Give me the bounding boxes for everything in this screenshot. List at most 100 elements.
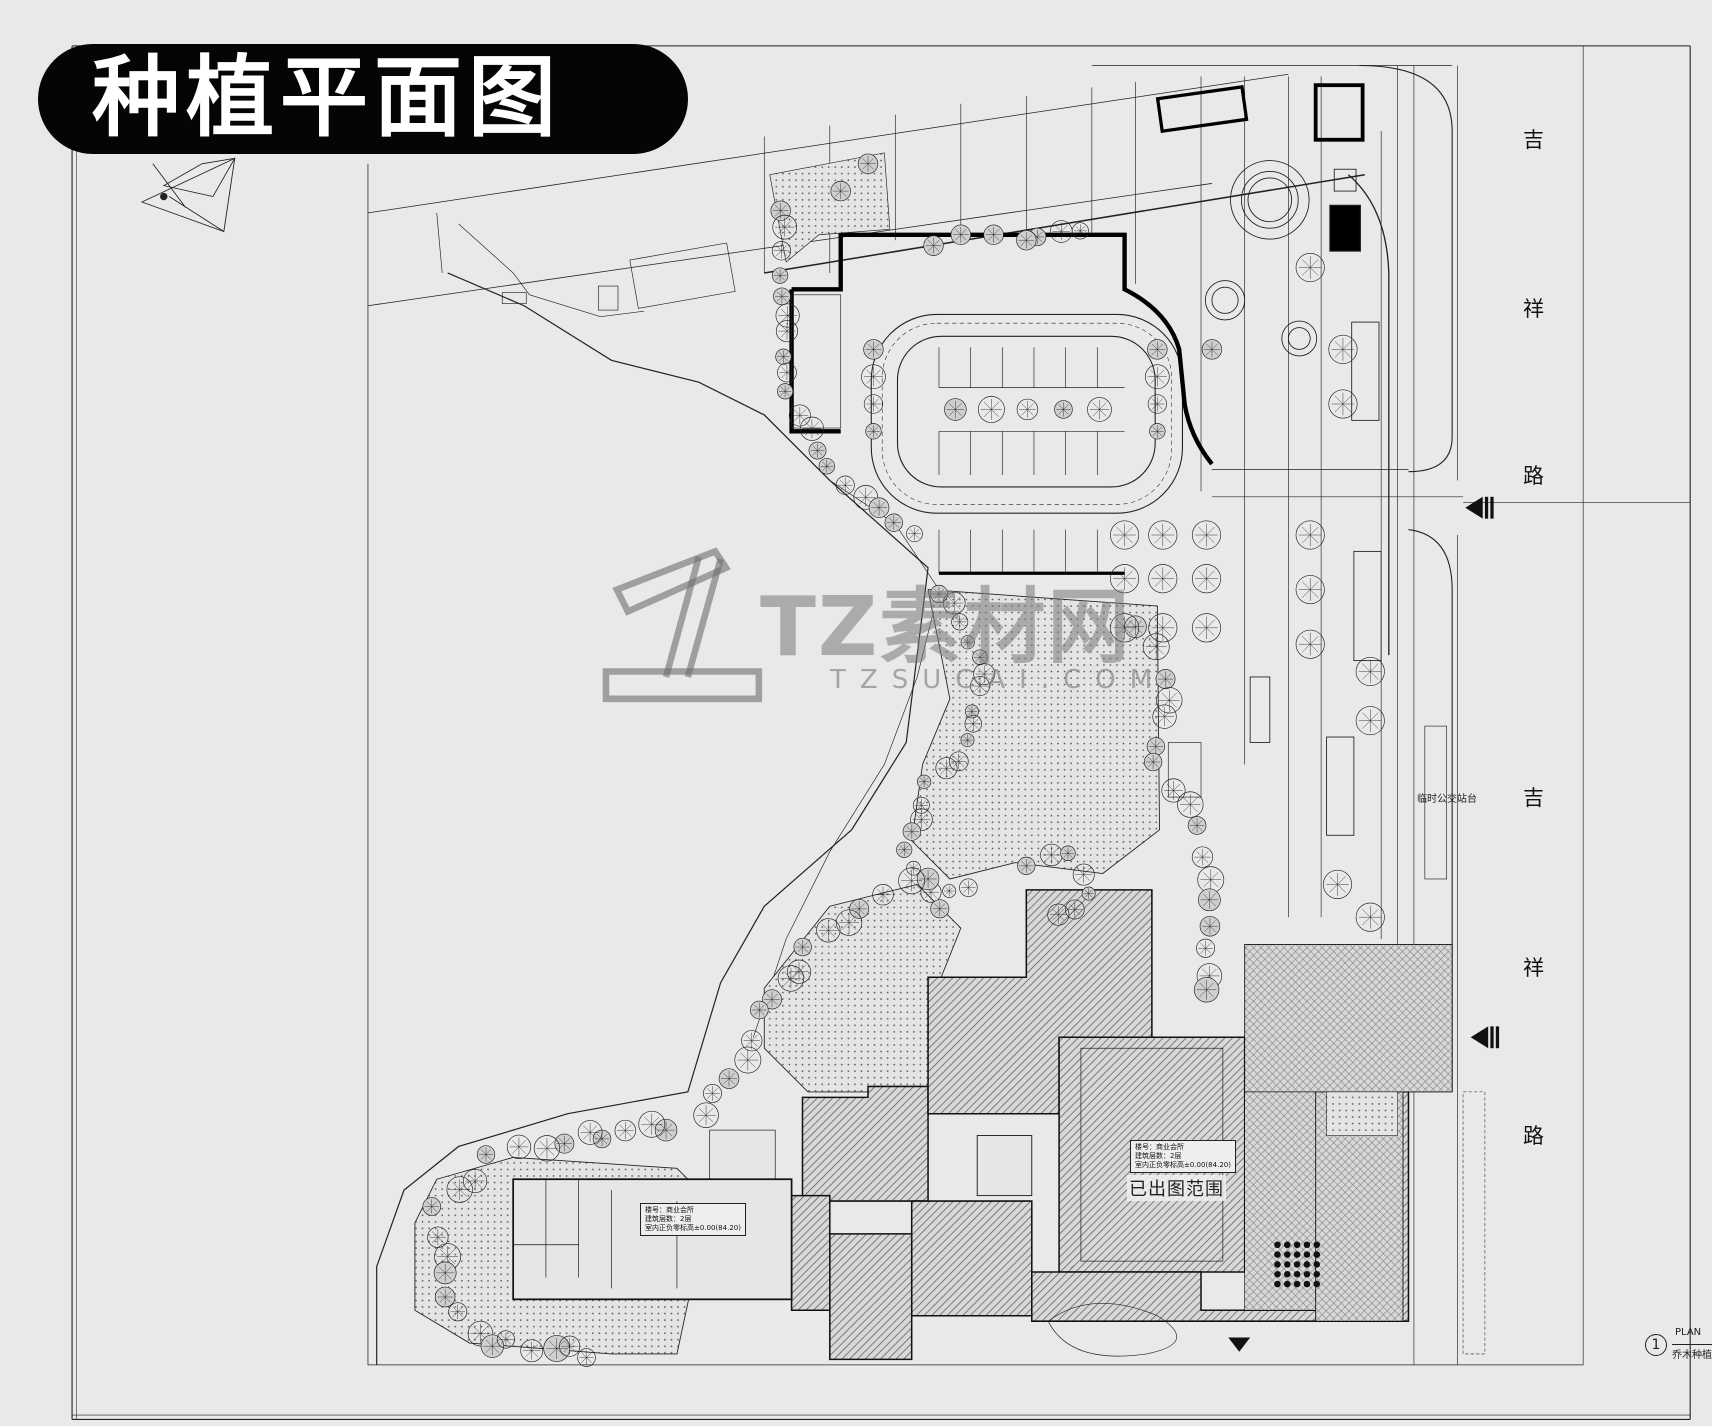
tree-symbol: [1295, 575, 1325, 605]
info-line: 室内正负零标高±0.00(84.20): [645, 1224, 741, 1232]
info-line: 室内正负零标高±0.00(84.20): [1135, 1161, 1231, 1169]
info-line: 建筑层数：2层: [645, 1215, 692, 1223]
tree-symbol: [896, 841, 913, 858]
road-label-char: 吉: [1523, 128, 1544, 152]
tree-symbol: [799, 416, 825, 441]
tree-symbol: [1191, 564, 1222, 594]
tree-symbol: [917, 774, 932, 789]
tree-symbol: [1143, 752, 1163, 772]
tree-symbol: [1193, 977, 1220, 1003]
tree-symbol: [1060, 845, 1076, 861]
tree-symbol: [872, 884, 894, 906]
tree-symbol: [1072, 863, 1095, 886]
tree-symbol: [830, 180, 851, 202]
scope-label: 已出图范围: [1127, 1175, 1226, 1201]
tree-symbol: [480, 1334, 505, 1358]
tree-symbol: [771, 267, 789, 284]
drawing-number: 1: [1645, 1334, 1667, 1356]
tree-symbol: [433, 1261, 457, 1285]
north-arrow-icon: [140, 157, 236, 233]
watermark-logo: [602, 547, 763, 703]
tree-symbol: [1145, 364, 1170, 390]
tree-symbol: [463, 1168, 488, 1194]
tree-symbol: [950, 224, 971, 245]
tree-symbol: [1199, 915, 1221, 937]
road-label-char: 路: [1523, 1124, 1544, 1148]
tree-symbol: [771, 241, 792, 261]
tree-symbol: [902, 822, 922, 841]
tree-symbol: [865, 423, 882, 440]
tree-symbol: [973, 663, 996, 685]
tree-symbol: [1328, 334, 1358, 364]
tree-symbol: [422, 1197, 442, 1216]
tree-symbol: [1322, 869, 1353, 899]
tree-symbol: [775, 348, 792, 365]
tree-symbol: [1156, 687, 1183, 714]
tree-symbol: [448, 1302, 468, 1322]
entrance-arrow-icon: [1465, 496, 1494, 519]
tree-symbol: [863, 394, 884, 414]
tree-symbol: [577, 1348, 596, 1367]
tree-symbol: [912, 796, 930, 814]
tree-symbol: [1177, 791, 1204, 818]
tree-symbol: [1110, 613, 1140, 643]
tree-symbol: [1328, 389, 1358, 419]
building-footprints: [512, 889, 1453, 1361]
tree-symbol: [808, 441, 827, 460]
tree-symbol: [1064, 899, 1085, 920]
tree-symbol: [930, 899, 950, 919]
road-label-char: 祥: [1523, 956, 1544, 980]
tree-symbol: [943, 591, 966, 615]
tree-symbol: [777, 362, 797, 383]
tree-symbol: [773, 287, 791, 306]
tree-symbol: [496, 1330, 515, 1349]
entrance-arrow-icon: [1470, 1026, 1500, 1049]
tree-symbol: [1087, 397, 1112, 422]
tree-symbol: [1187, 816, 1207, 835]
bus-stop-label: 临时公交站台: [1417, 794, 1477, 805]
tree-symbol: [1054, 400, 1073, 419]
tree-symbol: [1147, 339, 1168, 360]
tree-symbol: [1016, 398, 1039, 421]
tree-symbol: [818, 458, 835, 475]
info-line: 建筑层数：2层: [1135, 1152, 1182, 1160]
tree-symbol: [857, 153, 879, 174]
tree-symbol: [960, 733, 975, 748]
plan-label: PLAN: [1675, 1327, 1702, 1338]
road-label-char: 祥: [1523, 297, 1544, 321]
tree-symbol: [906, 860, 921, 876]
tree-symbol: [559, 1335, 581, 1357]
tree-symbol: [554, 1133, 575, 1154]
tree-symbol: [1149, 423, 1166, 440]
tree-symbol: [923, 235, 944, 256]
tree-symbol: [1295, 520, 1325, 550]
tree-symbol: [533, 1135, 561, 1162]
tree-symbol: [1110, 564, 1140, 594]
tree-symbol: [762, 989, 782, 1010]
info-line: 楼号：商业会所: [645, 1206, 694, 1214]
tree-symbol: [777, 965, 805, 992]
tree-symbol: [868, 497, 890, 518]
tree-symbol: [506, 1134, 532, 1160]
watermark-brand: TZ素材网: [760, 580, 1132, 675]
tree-symbol: [1191, 846, 1214, 868]
tree-symbol: [849, 899, 870, 919]
tree-symbol: [906, 525, 923, 543]
tree-symbol: [816, 918, 841, 943]
tree-symbol: [964, 704, 979, 719]
tree-symbol: [1110, 520, 1140, 550]
tree-symbol: [960, 635, 975, 650]
tree-symbol: [1148, 520, 1178, 550]
tree-symbol: [948, 751, 969, 772]
tree-symbol: [654, 1118, 678, 1142]
tree-symbol: [1148, 613, 1178, 643]
tree-symbol: [1161, 778, 1186, 803]
tree-symbol: [1295, 252, 1325, 283]
tree-symbol: [970, 676, 990, 696]
tree-symbol: [853, 485, 879, 510]
tree-symbol: [793, 937, 812, 957]
tree-symbol: [1155, 669, 1176, 689]
tree-symbol: [1047, 903, 1070, 926]
tree-symbol: [898, 867, 926, 895]
tree-symbol: [1040, 843, 1063, 867]
